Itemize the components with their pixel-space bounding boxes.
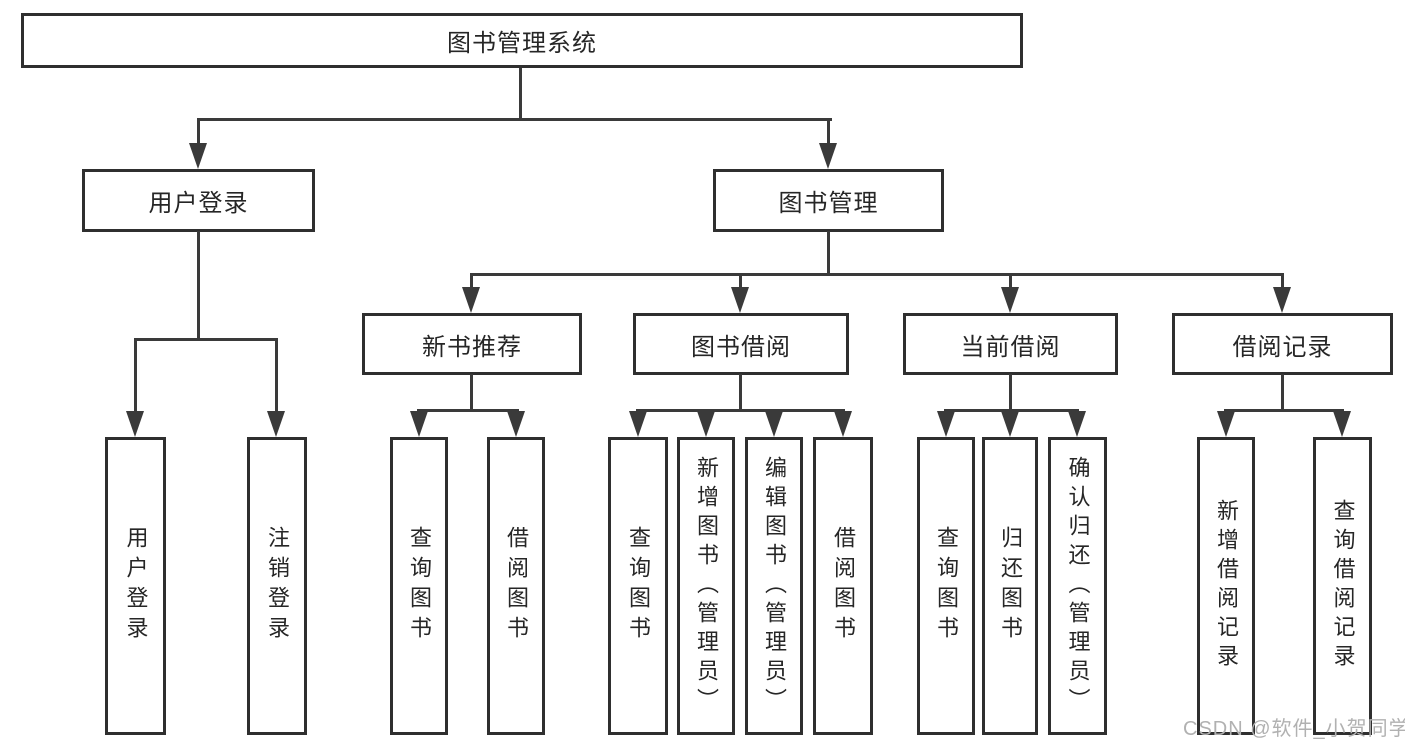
leaf-query-book-1: 查询图书	[390, 437, 448, 735]
arrow-down-icon	[1068, 411, 1086, 437]
leaf-confirm-return-admin: 确认归还（管理员）	[1048, 437, 1107, 735]
arrow-down-icon	[1333, 411, 1351, 437]
arrow-down-icon	[765, 411, 783, 437]
connector	[944, 409, 1079, 412]
connector	[827, 118, 830, 146]
arrow-down-icon	[1001, 411, 1019, 437]
connector	[1009, 273, 1012, 289]
connector	[197, 118, 200, 146]
connector	[275, 338, 278, 413]
arrow-down-icon	[410, 411, 428, 437]
node-borrow-record: 借阅记录	[1172, 313, 1393, 375]
leaf-query-book-3: 查询图书	[917, 437, 975, 735]
csdn-watermark: CSDN @软件_小贺同学	[1183, 718, 1405, 740]
node-book-management: 图书管理	[713, 169, 944, 232]
arrow-down-icon	[1217, 411, 1235, 437]
connector	[470, 374, 473, 412]
connector	[134, 338, 278, 341]
connector	[197, 118, 832, 121]
connector	[636, 409, 845, 412]
arrow-down-icon	[1273, 287, 1291, 313]
connector	[1224, 409, 1344, 412]
arrow-down-icon	[697, 411, 715, 437]
leaf-borrow-book-1: 借阅图书	[487, 437, 545, 735]
connector	[739, 273, 742, 289]
connector	[470, 273, 473, 289]
connector	[1281, 374, 1284, 412]
node-book-borrow: 图书借阅	[633, 313, 849, 375]
arrow-down-icon	[267, 411, 285, 437]
node-current-borrow: 当前借阅	[903, 313, 1118, 375]
connector	[519, 68, 522, 121]
connector	[827, 231, 830, 276]
connector	[1009, 374, 1012, 412]
arrow-down-icon	[731, 287, 749, 313]
arrow-down-icon	[462, 287, 480, 313]
node-user-login: 用户登录	[82, 169, 315, 232]
leaf-query-borrow-record: 查询借阅记录	[1313, 437, 1372, 735]
node-new-book-recommend: 新书推荐	[362, 313, 582, 375]
leaf-query-book-2: 查询图书	[608, 437, 668, 735]
connector	[197, 231, 200, 339]
arrow-down-icon	[189, 143, 207, 169]
connector	[134, 338, 137, 413]
leaf-borrow-book-2: 借阅图书	[813, 437, 873, 735]
node-root: 图书管理系统	[21, 13, 1023, 68]
leaf-edit-book-admin: 编辑图书（管理员）	[745, 437, 803, 735]
leaf-return-book: 归还图书	[982, 437, 1038, 735]
arrow-down-icon	[834, 411, 852, 437]
arrow-down-icon	[507, 411, 525, 437]
arrow-down-icon	[1001, 287, 1019, 313]
leaf-user-login: 用户登录	[105, 437, 166, 735]
leaf-add-borrow-record: 新增借阅记录	[1197, 437, 1255, 735]
arrow-down-icon	[629, 411, 647, 437]
arrow-down-icon	[937, 411, 955, 437]
arrow-down-icon	[819, 143, 837, 169]
leaf-logout: 注销登录	[247, 437, 307, 735]
connector	[1281, 273, 1284, 289]
connector	[470, 273, 1284, 276]
leaf-add-book-admin: 新增图书（管理员）	[677, 437, 735, 735]
connector	[739, 374, 742, 412]
arrow-down-icon	[126, 411, 144, 437]
connector	[417, 409, 519, 412]
